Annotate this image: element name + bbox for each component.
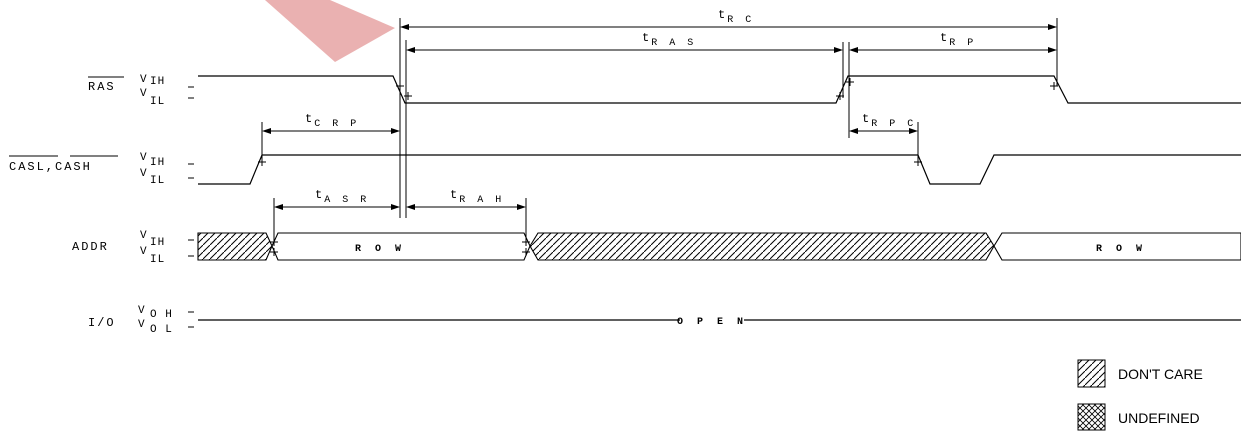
ras-label: RAS <box>88 80 116 94</box>
watermark-shape <box>265 0 395 62</box>
svg-text:tC R P: tC R P <box>305 112 359 130</box>
svg-text:tA S R: tA S R <box>315 188 369 206</box>
addr-vih: IH <box>150 237 165 249</box>
undefined-swatch <box>1077 403 1106 431</box>
legend: DON'T CARE UNDEFINED <box>1077 359 1203 431</box>
undefined-label: UNDEFINED <box>1118 410 1200 426</box>
timing-trpc: tR P C <box>849 112 918 134</box>
svg-text:tR P: tR P <box>940 31 976 49</box>
signal-labels: RAS V IH V IL CASL,CASH V IH V IL ADDR V… <box>9 74 194 336</box>
svg-text:tR C: tR C <box>718 8 754 26</box>
addr-row-1-label: R O W <box>355 244 405 255</box>
addr-v-top: V <box>140 230 148 242</box>
addr-label: ADDR <box>72 240 109 254</box>
io-vol: O L <box>150 324 173 336</box>
addr-dontcare-1 <box>197 232 273 261</box>
timing-trah: tR A H <box>406 188 526 210</box>
dont-care-label: DON'T CARE <box>1118 366 1203 382</box>
timing-reference-lines <box>261 18 1058 244</box>
svg-text:tR A H: tR A H <box>450 188 504 206</box>
timing-tcrp: tC R P <box>262 112 400 134</box>
ras-vil: IL <box>150 96 165 108</box>
ras-v-bot: V <box>140 88 148 100</box>
addr-vil: IL <box>150 254 165 266</box>
addr-dontcare-2 <box>529 232 995 261</box>
cas-label: CASL,CASH <box>9 160 92 174</box>
cas-waveform <box>198 154 1241 185</box>
addr-waveform: R O W R O W <box>197 232 1241 261</box>
ras-v-top: V <box>140 74 148 86</box>
cas-vih: IH <box>150 157 165 169</box>
svg-text:tR A S: tR A S <box>642 31 696 49</box>
io-label: I/O <box>88 316 116 330</box>
addr-row-2-label: R O W <box>1096 244 1146 255</box>
cas-v-top: V <box>140 152 148 164</box>
ras-waveform <box>198 75 1241 104</box>
addr-v-bot: V <box>140 246 148 258</box>
io-v-bot: V <box>138 319 146 331</box>
timing-trp: tR P <box>849 31 1057 53</box>
io-waveform: O P E N <box>198 317 1241 328</box>
addr-row-2 <box>993 232 1241 261</box>
timing-trc: tR C <box>400 8 1057 30</box>
cas-vil: IL <box>150 175 165 187</box>
io-v-top: V <box>138 305 146 317</box>
dont-care-swatch <box>1077 359 1106 388</box>
timing-tras: tR A S <box>406 31 843 53</box>
ras-vih: IH <box>150 76 165 88</box>
io-voh: O H <box>150 309 173 321</box>
cas-v-bot: V <box>140 168 148 180</box>
timing-tasr: tA S R <box>274 188 400 210</box>
svg-text:tR P C: tR P C <box>862 112 916 130</box>
io-open-label: O P E N <box>677 317 747 328</box>
